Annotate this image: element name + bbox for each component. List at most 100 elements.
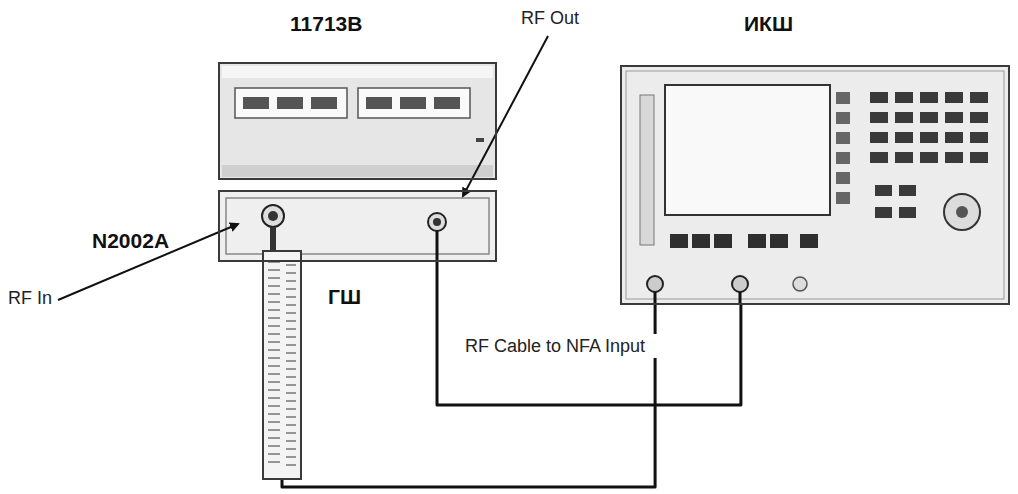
rib — [286, 408, 296, 410]
illustration-part — [218, 62, 497, 180]
rib — [286, 368, 296, 370]
rib — [286, 384, 296, 386]
rib — [268, 445, 280, 447]
key — [970, 92, 988, 103]
rib — [286, 272, 296, 274]
illustration-part — [670, 234, 818, 248]
illustration-part — [626, 71, 1004, 299]
rib — [286, 264, 296, 266]
key — [945, 92, 963, 103]
illustration-part — [836, 92, 850, 204]
illustration-part — [218, 190, 497, 262]
key — [875, 185, 892, 196]
key — [870, 112, 888, 123]
rib — [286, 296, 296, 298]
rib — [286, 312, 296, 314]
rib — [286, 344, 296, 346]
illustration-part — [620, 65, 1010, 305]
illustration-part — [222, 165, 493, 177]
panel-button — [311, 97, 337, 109]
rib — [268, 453, 280, 455]
rib — [268, 325, 280, 327]
key — [899, 185, 916, 196]
key — [899, 207, 916, 218]
soft-key — [836, 172, 850, 184]
rib — [286, 376, 296, 378]
panel-button — [400, 97, 426, 109]
illustration-part — [793, 277, 807, 291]
rib — [268, 309, 280, 311]
rib — [286, 336, 296, 338]
device-label: N2002A — [92, 229, 169, 253]
rib — [286, 400, 296, 402]
rib — [286, 416, 296, 418]
port-label: RF In — [8, 288, 52, 309]
rib — [268, 389, 280, 391]
illustration-part — [235, 88, 347, 118]
rib — [286, 440, 296, 442]
rib — [268, 397, 280, 399]
n2002a-body — [218, 190, 497, 262]
attenuator-box: N2002A — [218, 190, 497, 262]
key — [945, 152, 963, 163]
noise-figure-analyzer — [620, 65, 1010, 305]
soft-key — [836, 132, 850, 144]
rib — [286, 280, 296, 282]
rib — [268, 349, 280, 351]
soft-key — [836, 152, 850, 164]
key — [895, 112, 913, 123]
rf-cable — [282, 305, 655, 487]
cable-label: RF Cable to NFA Input — [452, 334, 658, 358]
soft-key — [836, 112, 850, 124]
key — [945, 112, 963, 123]
illustration-part — [243, 97, 460, 109]
rib — [286, 464, 296, 466]
front-key — [714, 234, 732, 248]
rib — [268, 357, 280, 359]
key — [945, 132, 963, 143]
illustration-part — [358, 88, 470, 118]
panel-button — [277, 97, 303, 109]
front-key — [692, 234, 710, 248]
key — [920, 132, 938, 143]
rib — [286, 304, 296, 306]
rib — [268, 277, 280, 279]
port-label: RF Out — [521, 8, 579, 29]
rib — [286, 320, 296, 322]
front-key — [670, 234, 688, 248]
panel-button — [366, 97, 392, 109]
soft-key — [836, 192, 850, 204]
rib — [268, 301, 280, 303]
key — [970, 112, 988, 123]
rib — [286, 352, 296, 354]
device-label: ГШ — [328, 285, 361, 309]
rib — [268, 285, 280, 287]
illustration-part — [944, 194, 980, 230]
front-key — [748, 234, 766, 248]
rib — [286, 392, 296, 394]
key — [970, 132, 988, 143]
illustration-part — [463, 36, 548, 196]
illustration-part — [222, 66, 493, 78]
panel-button — [434, 97, 460, 109]
rib — [268, 405, 280, 407]
key — [920, 152, 938, 163]
rf-cable — [437, 262, 741, 405]
rib — [286, 424, 296, 426]
illustration-part — [436, 231, 439, 262]
rib — [268, 373, 280, 375]
illustration-part — [732, 276, 748, 292]
illustration-part — [226, 198, 489, 254]
device-label: ИКШ — [744, 12, 793, 36]
noise-source-box: ГШ — [262, 250, 302, 480]
noise-source — [262, 227, 302, 480]
device-label: 11713B — [290, 12, 362, 36]
rib — [268, 437, 280, 439]
key — [870, 132, 888, 143]
leader-arrows — [58, 36, 548, 300]
key — [895, 92, 913, 103]
rib — [286, 288, 296, 290]
rib — [268, 365, 280, 367]
rib — [268, 293, 280, 295]
